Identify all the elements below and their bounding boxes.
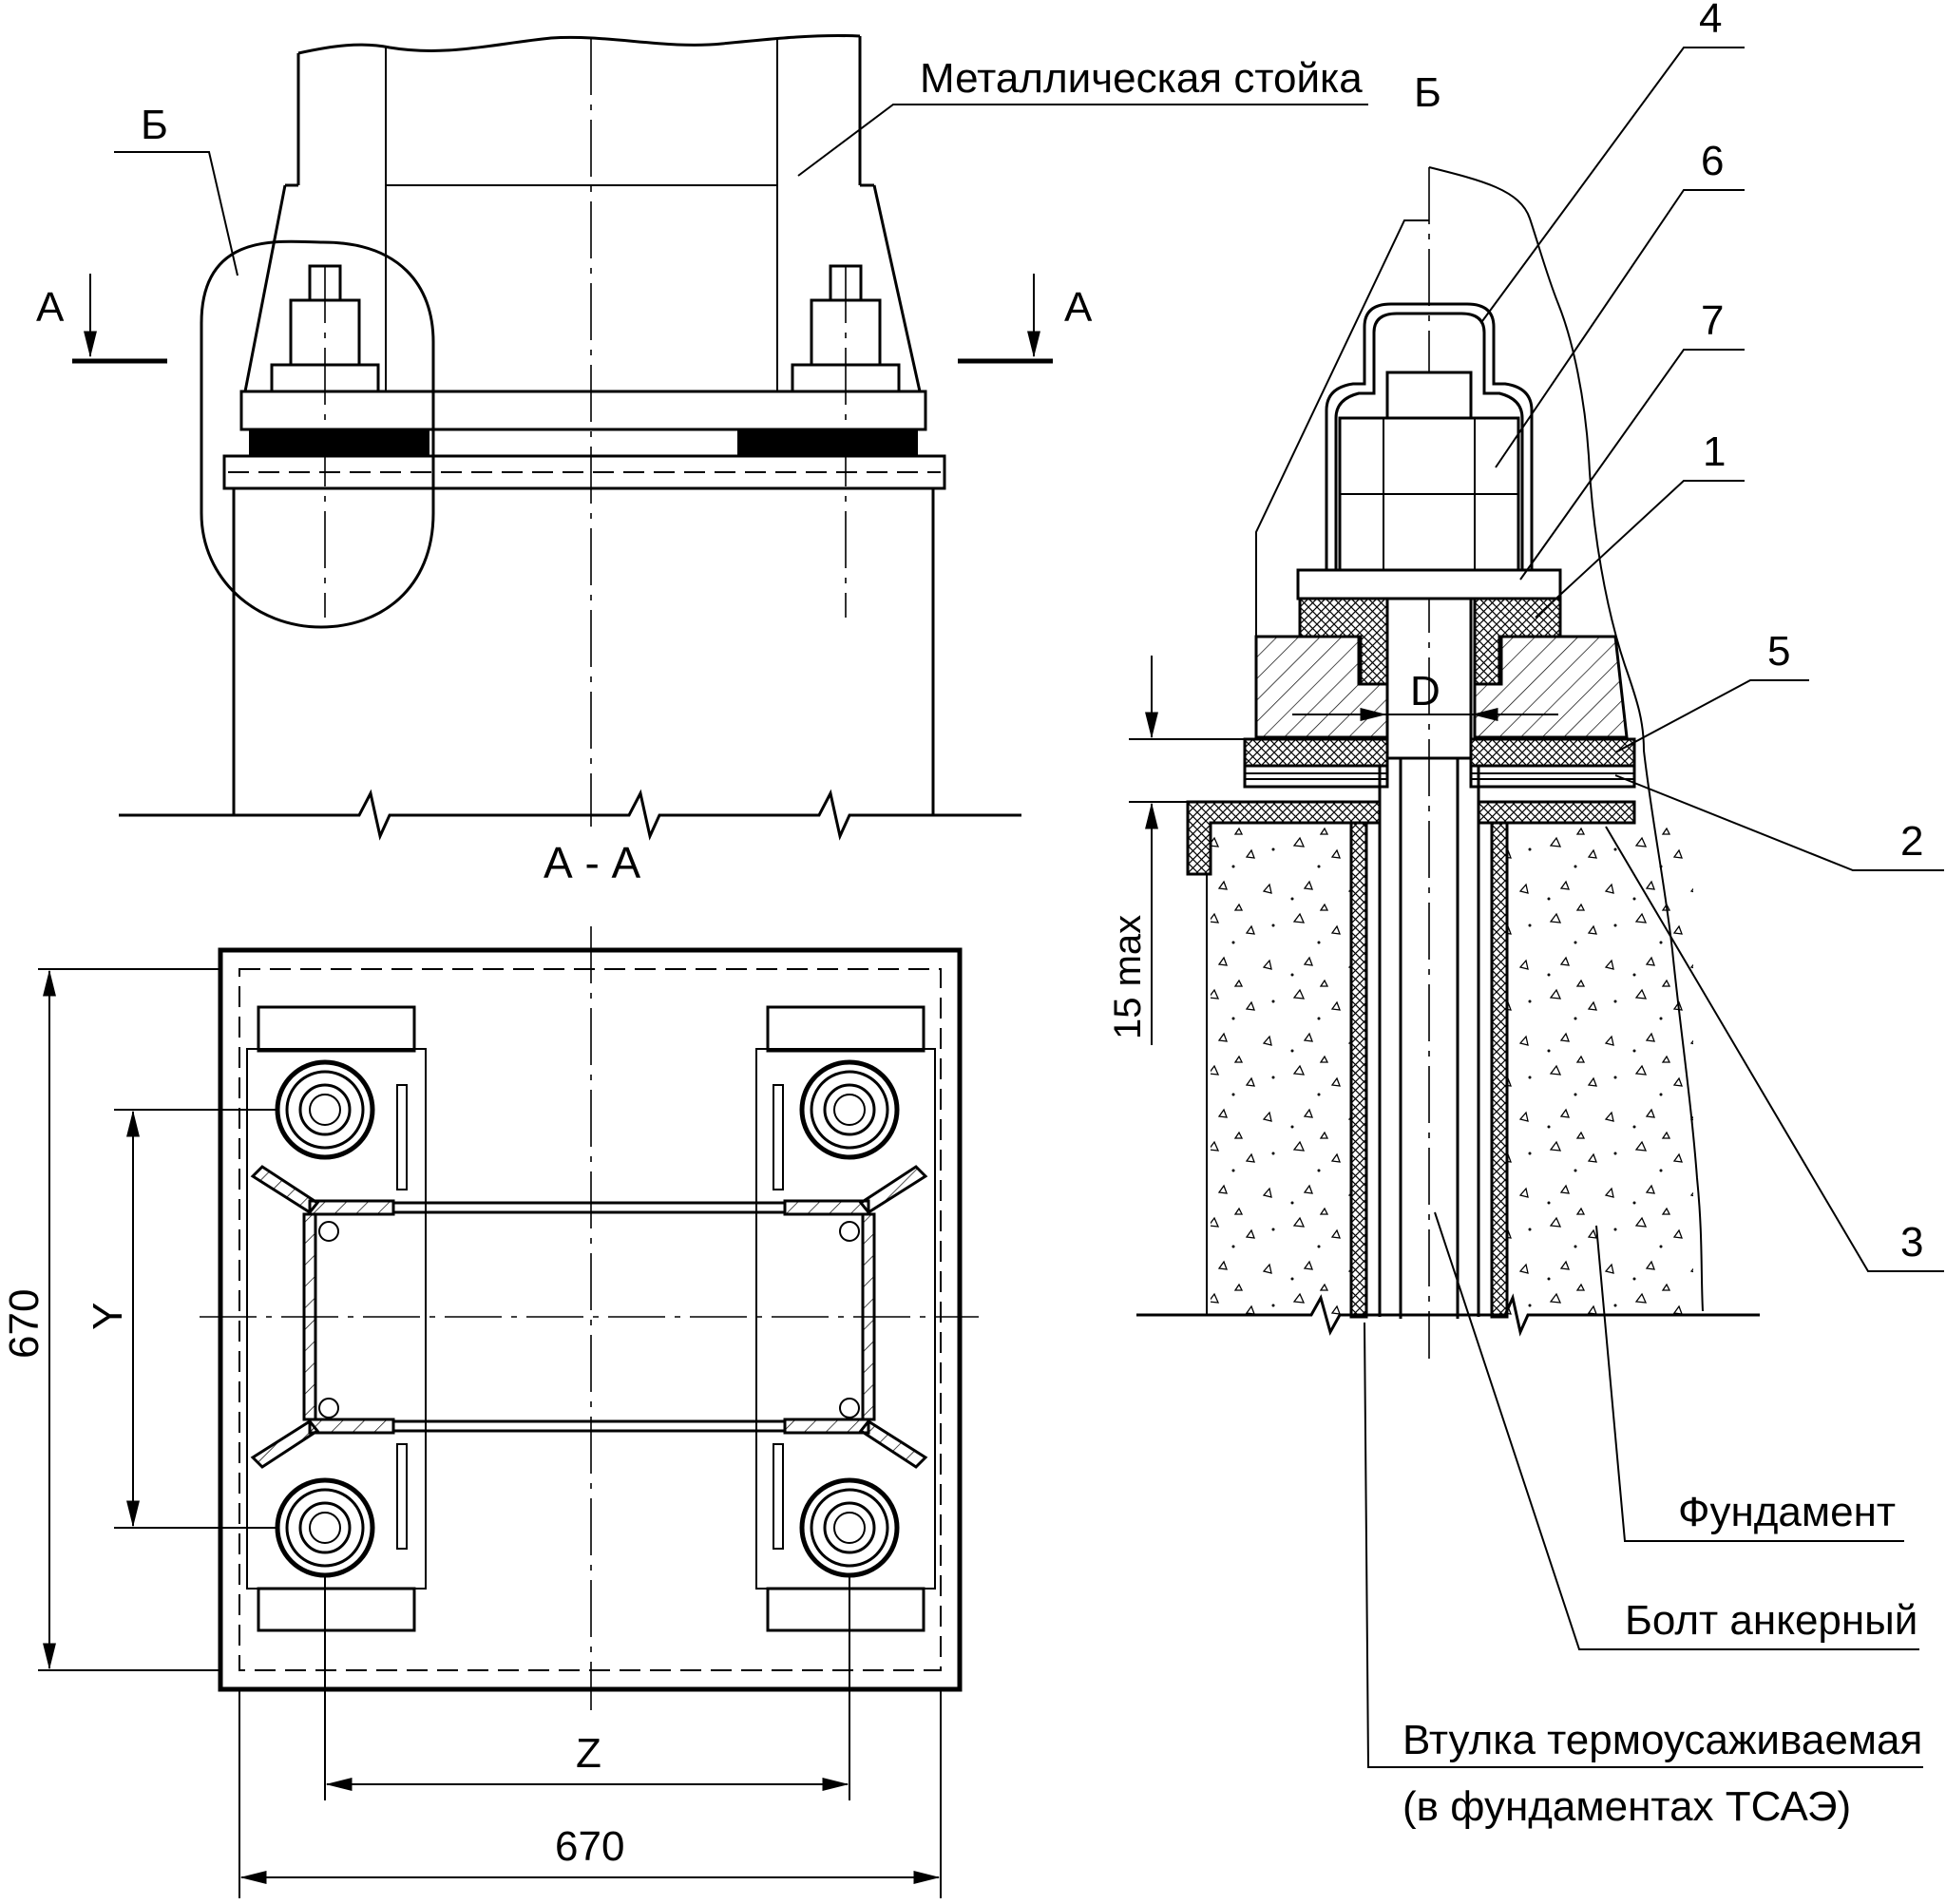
plan-view: А - А xyxy=(1,838,979,1898)
callout-1-label: 1 xyxy=(1703,428,1726,475)
plan-base-plate xyxy=(218,947,963,1692)
spacer-5-right xyxy=(1469,737,1636,768)
concrete-left xyxy=(1211,823,1351,1315)
washer-7 xyxy=(1296,568,1562,600)
callout-6-label: 6 xyxy=(1701,138,1724,184)
detail-b-outline xyxy=(200,239,435,629)
callout-5-label: 5 xyxy=(1767,628,1790,675)
section-aa-title: А - А xyxy=(544,838,641,887)
sleeve-right xyxy=(1490,821,1509,1319)
detail-b-leader xyxy=(114,151,238,276)
callout-1-leader xyxy=(1535,480,1745,619)
base-plate xyxy=(222,454,946,490)
detail-b-label: Б xyxy=(141,102,168,148)
bolt-top-left xyxy=(275,1059,375,1160)
callout-3-label: 3 xyxy=(1900,1219,1923,1266)
detail-b-view: Б D xyxy=(1107,0,1944,1830)
pad-left xyxy=(249,429,429,456)
metal-post-leader xyxy=(797,104,1368,177)
elevation-view: Б А А Металлическая стойка xyxy=(36,33,1368,841)
metal-post-label: Металлическая стойка xyxy=(920,55,1363,102)
detail-break-left xyxy=(1255,219,1429,637)
shim-2 xyxy=(1243,764,1636,789)
concrete-right xyxy=(1507,823,1693,1315)
gusset-left xyxy=(243,183,298,392)
column-section xyxy=(250,1165,928,1469)
gusset-right xyxy=(860,183,922,392)
cap-4 xyxy=(1334,312,1524,570)
callout-2-leader xyxy=(1614,774,1944,871)
detail-b-title: Б xyxy=(1414,69,1441,116)
sleeve-label-line2: (в фундаментах ТСАЭ) xyxy=(1402,1783,1851,1830)
dim-z-label: Z xyxy=(576,1730,601,1777)
stiffener-bar xyxy=(239,390,927,431)
callout-4-leader xyxy=(1481,47,1745,322)
foundation-leader xyxy=(1595,1225,1904,1542)
ground-line xyxy=(119,789,1021,841)
callout-3-leader xyxy=(1605,826,1944,1272)
foundation-label: Фундамент xyxy=(1678,1489,1896,1535)
detail-base-plate-right xyxy=(1473,635,1629,739)
callout-5-leader xyxy=(1614,679,1809,753)
dim-y-label: Y xyxy=(85,1303,131,1330)
rib-left-bottom xyxy=(396,1443,408,1550)
bolt-top-right xyxy=(799,1059,900,1160)
dim-670v-label: 670 xyxy=(1,1289,48,1359)
bolt-block-top-right xyxy=(755,1005,936,1632)
section-a-right-label: А xyxy=(1064,284,1093,331)
callout-7-leader xyxy=(1519,349,1745,581)
plan-base-plate-hidden xyxy=(238,968,942,1671)
anchor-bolt-label: Болт анкерный xyxy=(1625,1597,1917,1644)
dim-15max-label: 15 max xyxy=(1107,915,1149,1039)
section-a-left-label: А xyxy=(36,284,65,331)
foundation-ground-line xyxy=(1136,1293,1760,1337)
spacer-5-left xyxy=(1243,737,1389,768)
sleeve-leader xyxy=(1364,1322,1923,1768)
rib-left-top xyxy=(396,1084,408,1190)
callout-4-label: 4 xyxy=(1699,0,1722,42)
sleeve-left xyxy=(1349,821,1368,1319)
bolt-block-top-left xyxy=(246,1005,427,1632)
callout-6-leader xyxy=(1495,189,1745,468)
column-web xyxy=(385,184,778,392)
rib-right-bottom xyxy=(773,1443,784,1550)
bolt-end xyxy=(1385,371,1473,420)
column-outline xyxy=(296,33,862,185)
bolt-bottom-left xyxy=(275,1477,375,1578)
bolt-bottom-right xyxy=(799,1477,900,1578)
frame-angle-right xyxy=(1477,800,1636,825)
callout-2-label: 2 xyxy=(1900,818,1923,865)
rib-right-top xyxy=(773,1084,784,1190)
anchor-bolt-leader xyxy=(1434,1211,1919,1650)
dim-670h-label: 670 xyxy=(555,1823,624,1870)
pad-right xyxy=(737,429,918,456)
dim-d-label: D xyxy=(1410,668,1440,714)
callout-7-label: 7 xyxy=(1701,297,1724,344)
sleeve-label-line1: Втулка термоусаживаемая xyxy=(1402,1717,1922,1763)
cap-4-inner xyxy=(1325,302,1534,570)
bolt-shank-upper xyxy=(1385,597,1473,760)
